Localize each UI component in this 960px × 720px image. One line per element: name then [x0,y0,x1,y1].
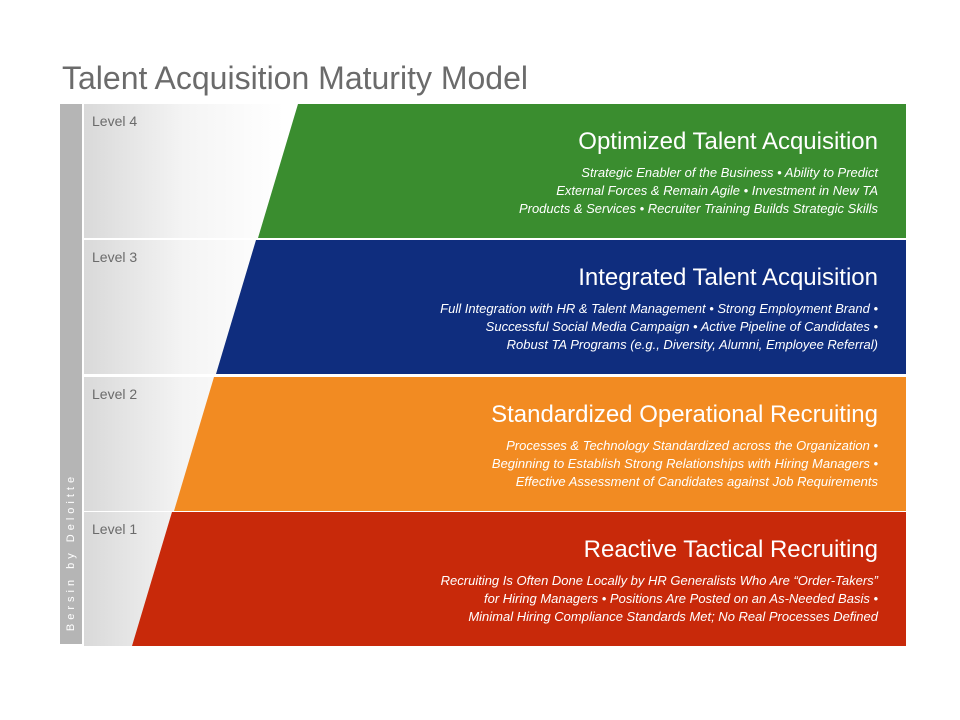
level-4-desc-line: Strategic Enabler of the Business • Abil… [581,165,878,180]
level-1-heading: Reactive Tactical Recruiting [583,536,878,563]
level-4-heading: Optimized Talent Acquisition [578,128,878,155]
level-4-description: Strategic Enabler of the Business • Abil… [519,164,878,218]
level-3-description: Full Integration with HR & Talent Manage… [440,300,878,354]
side-bar [60,104,82,644]
level-1-description: Recruiting Is Often Done Locally by HR G… [441,572,878,626]
level-3-desc-line: Robust TA Programs (e.g., Diversity, Alu… [506,337,878,352]
level-row-1: Reactive Tactical Recruiting Recruiting … [84,512,906,646]
level-3-label: Level 3 [92,249,138,265]
level-3-desc-line: Full Integration with HR & Talent Manage… [440,301,878,316]
level-2-description: Processes & Technology Standardized acro… [492,437,878,491]
level-row-3: Integrated Talent Acquisition Full Integ… [84,240,906,374]
level-2-heading: Standardized Operational Recruiting [491,401,878,428]
level-2-desc-line: Effective Assessment of Candidates again… [515,474,878,489]
level-2-desc-line: Processes & Technology Standardized acro… [506,438,878,453]
level-row-2: Standardized Operational Recruiting Proc… [84,377,906,511]
level-2-label: Level 2 [92,386,138,402]
level-4-desc-line: External Forces & Remain Agile • Investm… [556,183,878,198]
level-row-4: Optimized Talent Acquisition Strategic E… [84,104,906,238]
level-1-label: Level 1 [92,521,138,537]
level-4-label: Level 4 [92,113,138,129]
level-3-desc-line: Successful Social Media Campaign • Activ… [485,319,878,334]
level-1-desc-line: for Hiring Managers • Positions Are Post… [484,591,878,606]
level-2-desc-line: Beginning to Establish Strong Relationsh… [491,456,878,471]
level-1-band: Reactive Tactical Recruiting Recruiting … [132,512,906,646]
level-3-heading: Integrated Talent Acquisition [578,264,878,291]
level-4-band: Optimized Talent Acquisition Strategic E… [258,104,906,238]
level-1-desc-line: Minimal Hiring Compliance Standards Met;… [468,609,878,624]
diagram-title: Talent Acquisition Maturity Model [62,60,528,96]
level-1-desc-line: Recruiting Is Often Done Locally by HR G… [440,573,878,588]
level-2-band: Standardized Operational Recruiting Proc… [174,377,906,511]
level-3-band: Integrated Talent Acquisition Full Integ… [216,240,906,374]
side-label: Bersin by Deloitte [65,472,77,632]
level-4-desc-line: Products & Services • Recruiter Training… [518,201,878,216]
